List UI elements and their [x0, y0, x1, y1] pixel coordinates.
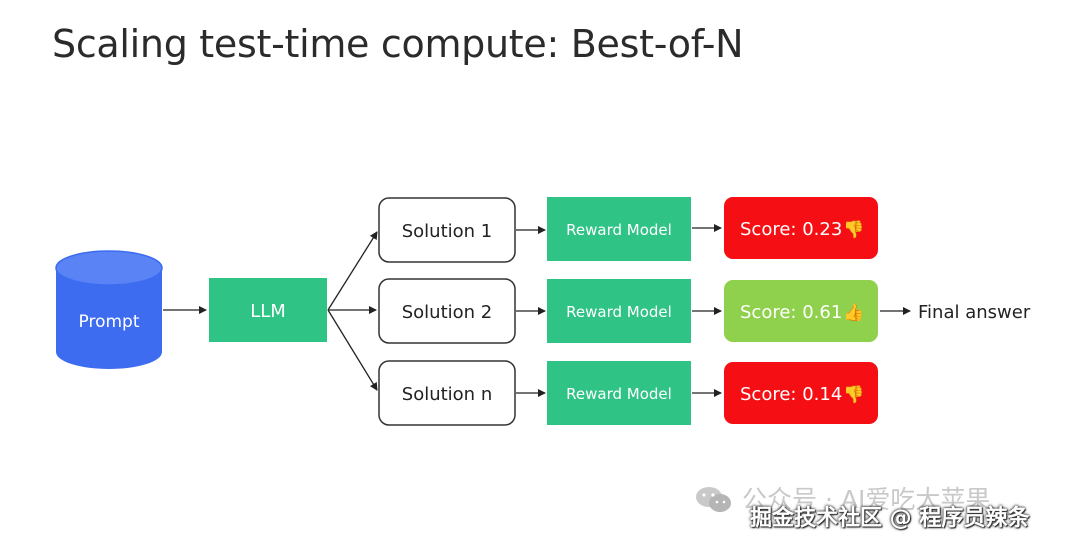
- score-1-rect: [724, 197, 878, 259]
- solution-2-rect: [378, 278, 516, 344]
- thumbs-up-icon: 👍: [843, 302, 864, 323]
- prompt-label: Prompt: [79, 312, 140, 332]
- solution-box-1: Solution 1: [378, 197, 516, 263]
- score-2-label: Score: 0.61: [740, 302, 842, 323]
- reward-model-box-1: Reward Model: [547, 197, 691, 261]
- score-1-label: Score: 0.23: [740, 219, 842, 240]
- arrow-llm-solution-n: [327, 309, 378, 391]
- page-title: Scaling test-time compute: Best-of-N: [52, 22, 744, 66]
- reward-model-box-n: Reward Model: [547, 361, 691, 425]
- solution-2-label: Solution 2: [402, 302, 493, 323]
- arrow-llm-solution-1: [327, 231, 378, 311]
- llm-label: LLM: [250, 301, 286, 322]
- score-n-label: Score: 0.14: [740, 384, 842, 405]
- solution-n-rect: [378, 360, 516, 426]
- score-box-2: Score: 0.61 👍: [724, 280, 878, 342]
- reward-model-n-label: Reward Model: [566, 385, 672, 403]
- reward-model-box-2: Reward Model: [547, 279, 691, 343]
- watermark-account-text: 公众号 · AI爱吃大苹果: [742, 485, 991, 514]
- prompt-cylinder-top: [55, 250, 163, 286]
- solution-box-n: Solution n: [378, 360, 516, 426]
- prompt-cylinder: Prompt: [55, 250, 163, 369]
- solution-n-label: Solution n: [402, 384, 492, 405]
- thumbs-down-icon: 👎: [843, 220, 864, 240]
- watermark-community-text: 掘金技术社区 @ 程序员辣条: [750, 506, 1030, 531]
- watermark: 公众号 · AI爱吃大苹果 掘金技术社区 @ 程序员辣条: [694, 478, 1074, 538]
- solution-1-rect: [378, 197, 516, 263]
- score-box-1: Score: 0.23 👎: [724, 197, 878, 259]
- prompt-cylinder-body: [56, 268, 162, 369]
- llm-rect: [209, 278, 327, 342]
- solution-1-label: Solution 1: [402, 221, 493, 242]
- reward-model-n-rect: [547, 361, 691, 425]
- final-answer-label: Final answer: [918, 302, 1031, 323]
- reward-model-1-rect: [547, 197, 691, 261]
- llm-box: LLM: [209, 278, 327, 342]
- score-box-n: Score: 0.14 👎: [724, 362, 878, 424]
- thumbs-down-icon: 👎: [843, 385, 864, 405]
- reward-model-2-label: Reward Model: [566, 303, 672, 321]
- reward-model-2-rect: [547, 279, 691, 343]
- solution-box-2: Solution 2: [378, 278, 516, 344]
- wechat-icon: [696, 487, 731, 512]
- score-n-rect: [724, 362, 878, 424]
- reward-model-1-label: Reward Model: [566, 221, 672, 239]
- score-2-rect: [724, 280, 878, 342]
